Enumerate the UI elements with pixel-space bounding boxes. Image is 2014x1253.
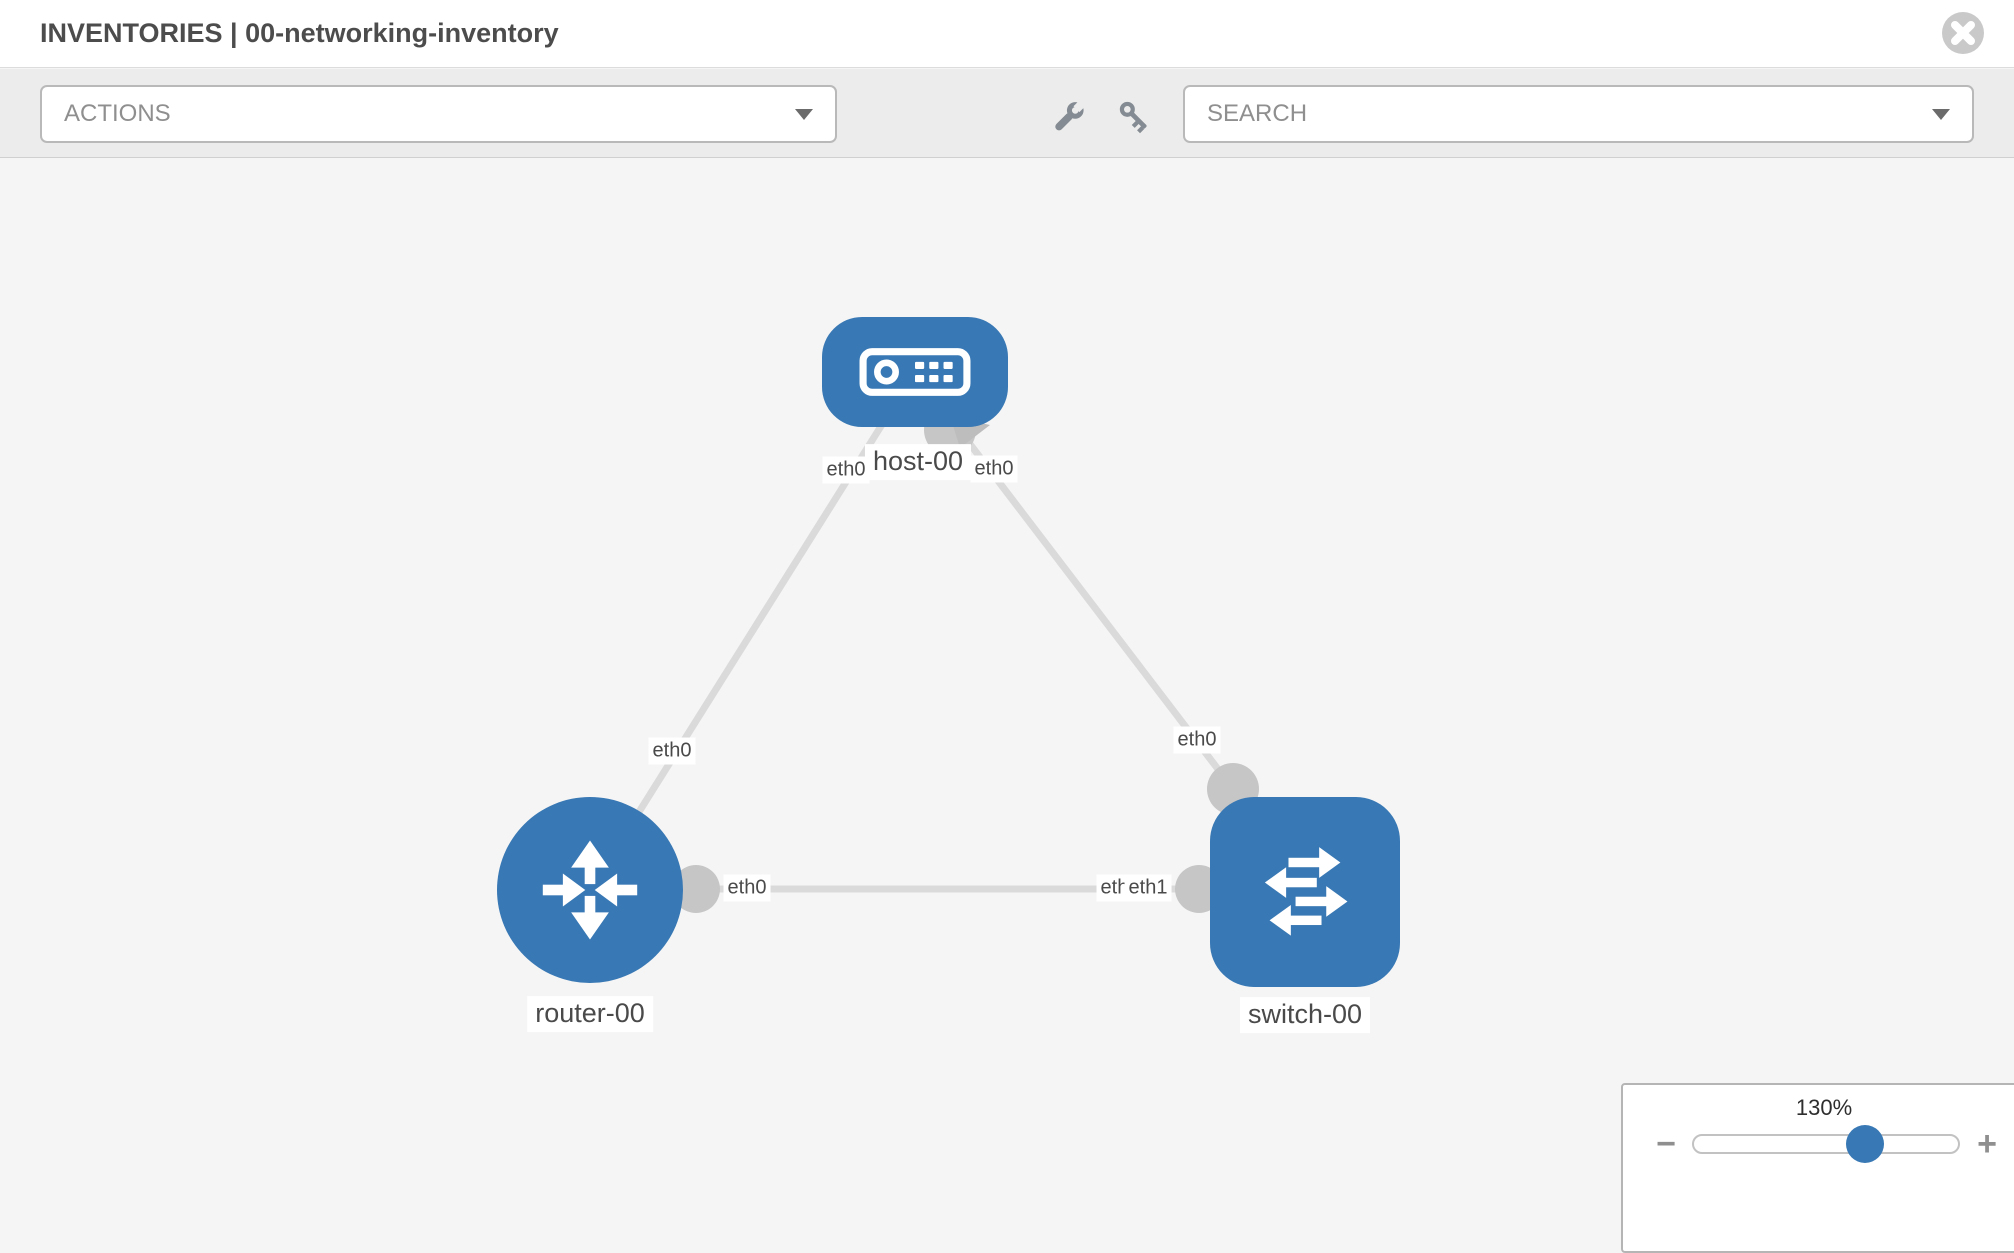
close-icon xyxy=(1942,12,1984,54)
search-dropdown-label: SEARCH xyxy=(1207,100,1308,127)
chevron-down-icon xyxy=(1932,108,1950,120)
zoom-slider-thumb[interactable] xyxy=(1846,1125,1884,1163)
wrench-button[interactable] xyxy=(1047,97,1088,137)
topology-canvas[interactable]: host-00 router-00 switch-00 eth0 eth0 et… xyxy=(0,158,2014,1253)
toolbar: ACTIONS SEARCH xyxy=(0,69,2014,158)
minus-icon: − xyxy=(1656,1125,1676,1163)
switch-arrows-icon xyxy=(1264,847,1348,936)
server-icon xyxy=(859,348,971,396)
node-label-router: router-00 xyxy=(527,996,653,1032)
node-host-00[interactable] xyxy=(822,317,1008,427)
zoom-panel: 130% − + xyxy=(1621,1083,2014,1253)
wrench-icon xyxy=(1055,98,1088,131)
zoom-percent-label: 130% xyxy=(1795,1095,1853,1120)
node-router-00[interactable] xyxy=(497,797,683,983)
port-label-eth0: eth0 xyxy=(648,737,696,765)
node-switch-00[interactable] xyxy=(1210,797,1400,987)
port-label-eth0: eth0 xyxy=(970,455,1018,483)
connector-dot xyxy=(672,865,720,913)
close-button[interactable] xyxy=(1942,12,1984,54)
zoom-slider-track[interactable] xyxy=(1692,1134,1960,1154)
chevron-down-icon xyxy=(795,108,813,120)
actions-dropdown-label: ACTIONS xyxy=(64,100,171,127)
port-label-eth1: eth1 xyxy=(1124,874,1172,902)
page-title: INVENTORIES | 00-networking-inventory xyxy=(40,18,559,48)
zoom-in-button[interactable]: + xyxy=(1972,1125,2002,1163)
node-label-host: host-00 xyxy=(864,444,972,480)
zoom-out-button[interactable]: − xyxy=(1651,1125,1681,1163)
plus-icon: + xyxy=(1977,1125,1997,1163)
node-label-switch: switch-00 xyxy=(1239,997,1371,1033)
port-label-eth0: eth0 xyxy=(822,456,870,484)
actions-dropdown[interactable]: ACTIONS xyxy=(40,85,837,143)
port-label-eth0: eth0 xyxy=(1173,726,1221,754)
port-label-eth0: eth0 xyxy=(723,874,771,902)
key-button[interactable] xyxy=(1115,97,1155,137)
key-icon xyxy=(1119,101,1147,134)
header-bar: INVENTORIES | 00-networking-inventory xyxy=(0,0,2014,68)
search-dropdown[interactable]: SEARCH xyxy=(1183,85,1974,143)
router-arrows-icon xyxy=(542,840,638,940)
